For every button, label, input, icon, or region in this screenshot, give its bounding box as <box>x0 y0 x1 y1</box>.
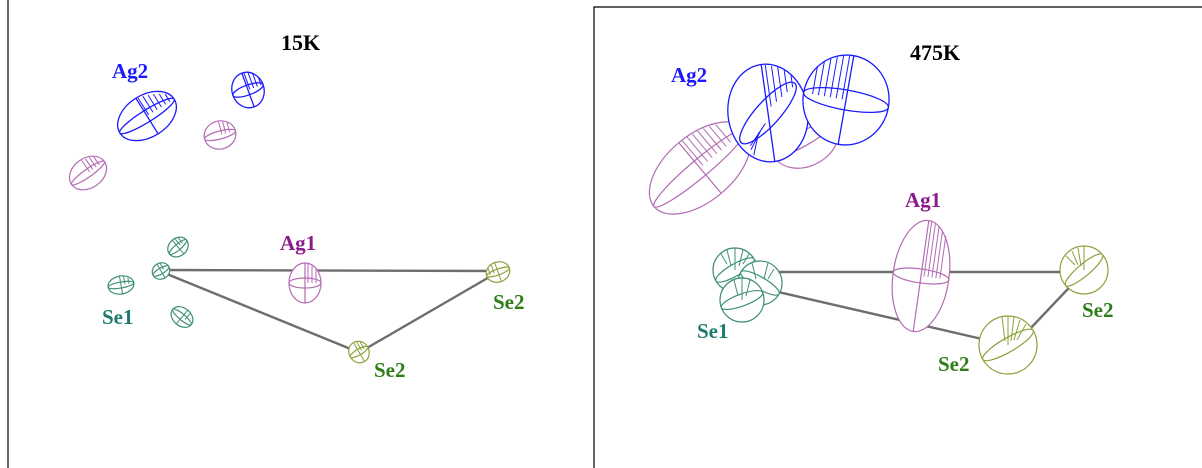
atom-se1-15k <box>107 236 194 328</box>
bond-se1-se2-bottom <box>160 270 360 354</box>
label-se2-right: Se2 <box>493 290 525 314</box>
atom-se2-475k <box>978 245 1109 375</box>
atom-ag1-15k <box>288 262 322 304</box>
atom-ag2-ghost-15k <box>68 120 237 191</box>
bond-se1-se2-bottom <box>746 283 1010 347</box>
panel-title-15k: 15K <box>281 30 320 55</box>
atom-se2-15k <box>348 261 511 364</box>
label-se2-bottom: Se2 <box>938 352 970 376</box>
bond-se2-se2 <box>358 270 500 354</box>
label-ag2: Ag2 <box>112 59 148 83</box>
label-se2-bottom: Se2 <box>374 358 406 382</box>
bond-se1-se2-top <box>160 268 500 273</box>
panel-title-475k: 475K <box>910 40 960 65</box>
panel-475k: 475K Ag2 Ag1 Se1 Se2 Se2 <box>593 6 1202 468</box>
atom-se1-475k <box>712 247 783 323</box>
atom-ag2-475k <box>727 54 890 163</box>
label-ag1: Ag1 <box>280 231 316 255</box>
label-ag1: Ag1 <box>905 188 941 212</box>
panel-frame-right <box>593 6 1202 468</box>
panel-15k: 15K Ag2 Ag1 Se1 Se2 Se2 <box>7 0 525 468</box>
atom-ag1-475k <box>891 219 951 333</box>
label-ag2: Ag2 <box>671 63 707 87</box>
label-se1: Se1 <box>697 319 729 343</box>
label-se1: Se1 <box>102 305 134 329</box>
atom-ag2-15k <box>117 71 265 142</box>
label-se2-right: Se2 <box>1082 298 1114 322</box>
bond-lines-15k <box>160 268 500 354</box>
